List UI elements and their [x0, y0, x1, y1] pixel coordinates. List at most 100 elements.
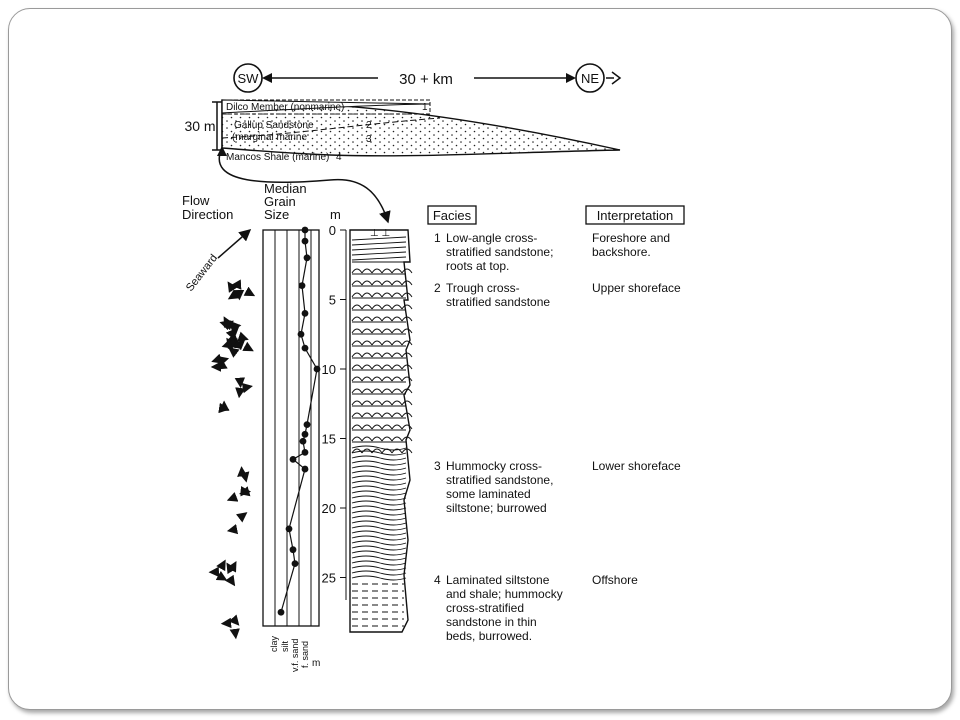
sedimentary-structure [351, 316, 363, 322]
sedimentary-structure [351, 352, 363, 358]
sedimentary-structure [361, 292, 373, 298]
sedimentary-structure [381, 340, 393, 346]
flow-direction-arrow [230, 321, 242, 332]
sedimentary-structure [371, 292, 383, 298]
sedimentary-structure [361, 376, 373, 382]
grain-axis-m: m [312, 658, 320, 669]
sedimentary-structure [381, 400, 393, 406]
sedimentary-structure [401, 352, 413, 358]
interpretation-line: Upper shoreface [592, 281, 681, 295]
sedimentary-structure [361, 436, 373, 442]
sedimentary-structure [391, 436, 403, 442]
flow-direction-arrow [230, 279, 242, 290]
facies-desc-line: and shale; hummocky [446, 587, 563, 601]
dilco-layer [221, 99, 431, 114]
flow-direction-arrow [243, 286, 256, 297]
grain-size-point [301, 430, 309, 438]
unit-label-mancos: Mancos Shale (marine) [226, 152, 329, 163]
sedimentary-structure [391, 352, 403, 358]
sedimentary-structure [361, 388, 373, 394]
grain-size-point [297, 330, 305, 338]
flow-direction-arrow [233, 339, 246, 351]
facies-desc-line: roots at top. [446, 259, 509, 273]
distance-label: 30 + km [399, 71, 453, 88]
sedimentary-structure [401, 304, 413, 310]
sedimentary-structure [371, 436, 383, 442]
sedimentary-structure [351, 525, 407, 531]
facies-desc-line: Trough cross- [446, 281, 520, 295]
sedimentary-structure [401, 412, 413, 418]
sedimentary-structure [381, 388, 393, 394]
facies-desc-line: some laminated [446, 487, 531, 501]
sedimentary-structure [361, 400, 373, 406]
sedimentary-structure [351, 550, 407, 556]
sedimentary-structure [391, 376, 403, 382]
sedimentary-structure [351, 535, 407, 541]
sedimentary-structure [381, 424, 393, 430]
sedimentary-structure [401, 328, 413, 334]
facies-desc-line: stratified sandstone; [446, 245, 553, 259]
flow-direction-arrow [215, 570, 228, 581]
sedimentary-structure [351, 490, 407, 496]
sedimentary-structure [351, 328, 363, 334]
sedimentary-structure [371, 280, 383, 286]
facies-desc-line: stratified sandstone, [446, 473, 553, 487]
sedimentary-structure [391, 268, 403, 274]
sedimentary-structure [381, 304, 393, 310]
facies-row-1: 1 Low-angle cross- stratified sandstone;… [434, 231, 670, 273]
facies-desc-line: cross-stratified [446, 601, 524, 615]
sedimentary-structure [391, 340, 403, 346]
sedimentary-structure [371, 388, 383, 394]
sedimentary-structure [361, 340, 373, 346]
grain-size-point [301, 449, 309, 456]
roots-icon: ⊥ ⊥ [370, 228, 390, 239]
facies-desc-line: Hummocky cross- [446, 459, 542, 473]
flow-direction-column: Seaward [184, 229, 256, 640]
flow-direction-arrow [239, 486, 251, 497]
depth-tick-label: 5 [329, 293, 336, 308]
sedimentary-structure [351, 565, 407, 571]
flow-direction-arrow [239, 471, 250, 483]
sedimentary-structure [351, 445, 407, 451]
flow-direction-arrow [221, 338, 234, 349]
grain-size-point [298, 282, 306, 289]
unit-number-2: 2 [366, 120, 372, 131]
unit-label-marginal: (marginal marine [232, 132, 307, 143]
sedimentary-structure [361, 280, 373, 286]
facies-desc-line: Laminated siltstone [446, 573, 550, 587]
facies-row-3: 3 Hummocky cross- stratified sandstone, … [434, 459, 681, 515]
sedimentary-structure [351, 515, 407, 521]
sedimentary-structure [381, 376, 393, 382]
seaward-label: Seaward [184, 252, 220, 294]
sedimentary-structure [361, 352, 373, 358]
facies-number: 3 [434, 459, 441, 473]
sedimentary-structure [381, 412, 393, 418]
sedimentary-structure [351, 364, 363, 370]
flow-direction-arrow [228, 347, 240, 358]
flow-title-2: Direction [182, 207, 233, 222]
sedimentary-structure [361, 304, 373, 310]
grain-size-point [313, 365, 321, 373]
grain-size-point [289, 455, 297, 463]
flow-direction-arrow [234, 377, 246, 389]
interpretation-line: backshore. [592, 245, 651, 259]
unit-label-gallup: Gallup Sandstone [234, 120, 314, 131]
sedimentary-structure [351, 520, 407, 526]
sw-label: SW [238, 71, 260, 86]
sedimentary-structure [391, 316, 403, 322]
facies-header-box [427, 205, 477, 225]
sedimentary-structure [401, 268, 413, 274]
sedimentary-structure [401, 448, 413, 454]
sedimentary-structure [351, 376, 363, 382]
facies-row-4: 4 Laminated siltstone and shale; hummock… [434, 573, 638, 643]
grain-axis-f-sand: f. sand [300, 641, 310, 668]
sedimentary-structure [351, 251, 407, 256]
sedimentary-structure [351, 500, 407, 506]
cross-section: SW NE 30 + km 30 m Dilco Member (nonmari… [184, 63, 622, 224]
interpretation-line: Offshore [592, 573, 638, 587]
grain-axis-silt: silt [280, 641, 290, 652]
flow-direction-arrow [235, 512, 248, 523]
thickness-label: 30 m [184, 118, 215, 134]
sedimentary-structure [381, 436, 393, 442]
sedimentary-structure [351, 292, 363, 298]
